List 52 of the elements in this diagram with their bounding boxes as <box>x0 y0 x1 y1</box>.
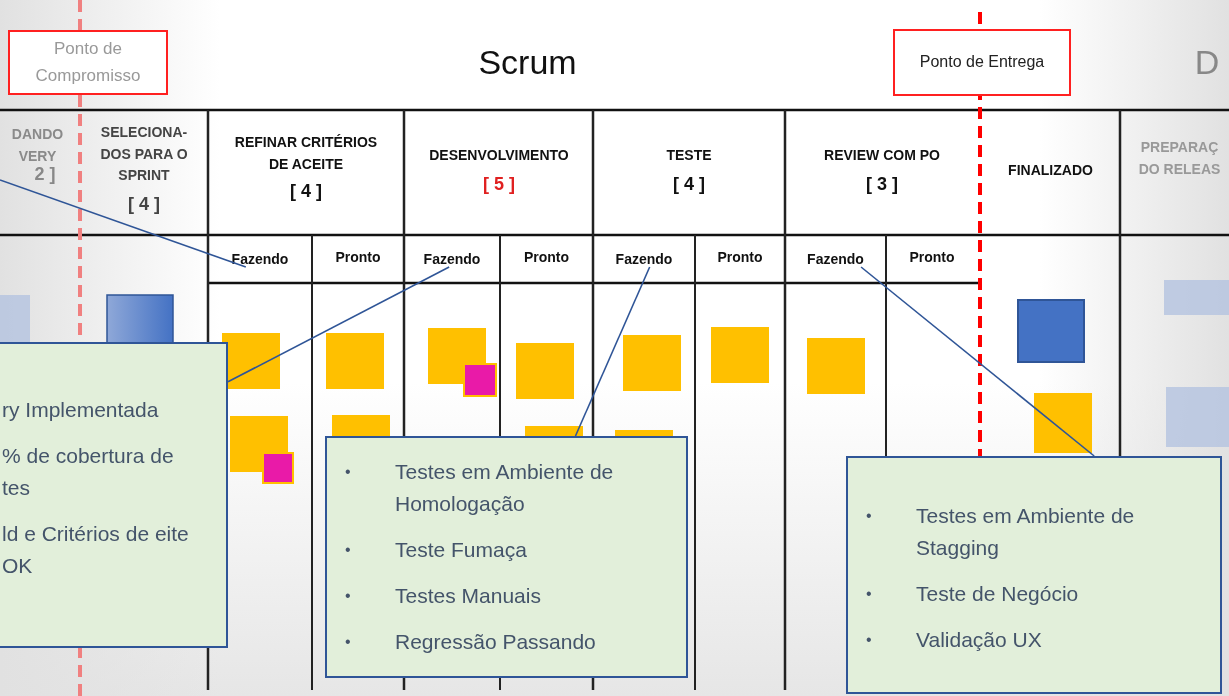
checklist-item: % de cobertura de tes <box>2 443 175 501</box>
wip-limit: [ 3 ] <box>865 173 899 196</box>
callout-box <box>846 456 1222 694</box>
checklist-item: Testes Manuais <box>395 583 542 609</box>
subcolumn-header: Pronto <box>334 248 382 267</box>
bullet-marker: • <box>866 630 872 650</box>
column-header: DESENVOLVIMENTO <box>428 146 570 165</box>
checklist-item: Testes em Ambiente de Homologação <box>395 459 615 517</box>
bullet-marker: • <box>345 462 351 482</box>
subcolumn-header: Pronto <box>908 248 956 267</box>
subcolumn-header: Fazendo <box>231 251 289 267</box>
wip-limit: [ 4 ] <box>127 193 161 216</box>
bullet-marker: • <box>866 506 872 526</box>
subcolumn-header: Fazendo <box>807 251 864 267</box>
callout-box <box>325 436 688 678</box>
wip-limit: [ 4 ] <box>289 180 323 203</box>
checklist-item: Validação UX <box>916 627 1043 653</box>
column-header: TESTE <box>665 146 713 165</box>
wip-limit: [ 4 ] <box>672 173 706 196</box>
wip-limit: 2 ] <box>33 163 57 186</box>
milestone-box <box>893 29 1071 96</box>
subcolumn-header: Pronto <box>716 248 764 267</box>
board-title: Scrum <box>477 42 578 83</box>
bullet-marker: • <box>345 632 351 652</box>
bullet-marker: • <box>345 586 351 606</box>
milestone-text: Ponto de Entrega <box>919 52 1045 73</box>
column-header: REFINAR CRITÉRIOS DE ACEITE <box>233 133 379 174</box>
wip-limit: [ 5 ] <box>482 173 516 196</box>
leader-line <box>0 179 247 268</box>
checklist-item: Testes em Ambiente de Stagging <box>916 503 1136 561</box>
leader-line <box>227 266 450 383</box>
checklist-item: Teste de Negócio <box>916 581 1080 607</box>
checklist-item: Teste Fumaça <box>395 537 528 563</box>
milestone-text: Ponto de Compromisso <box>34 38 142 87</box>
subcolumn-header: Pronto <box>522 248 571 267</box>
subcolumn-header: Fazendo <box>423 251 481 267</box>
checklist-item: Regressão Passando <box>395 629 597 655</box>
leader-line <box>860 266 1095 457</box>
checklist-item: ld e Critérios de eite OK <box>2 521 190 579</box>
column-header: PREPARAÇ DO RELEAS <box>1137 138 1222 179</box>
checklist-item: ry Implementada <box>2 397 160 423</box>
column-header: SELECIONA- DOS PARA O SPRINT <box>99 123 189 186</box>
heading-text: D <box>1193 42 1221 83</box>
column-header: REVIEW COM PO <box>823 146 941 165</box>
bullet-marker: • <box>345 540 351 560</box>
column-header: FINALIZADO <box>1007 161 1094 180</box>
milestone-box <box>8 30 168 95</box>
column-header: DANDO VERY <box>10 125 65 166</box>
leader-line <box>574 266 651 437</box>
bullet-marker: • <box>866 584 872 604</box>
callout-box <box>0 342 228 648</box>
subcolumn-header: Fazendo <box>615 251 673 267</box>
